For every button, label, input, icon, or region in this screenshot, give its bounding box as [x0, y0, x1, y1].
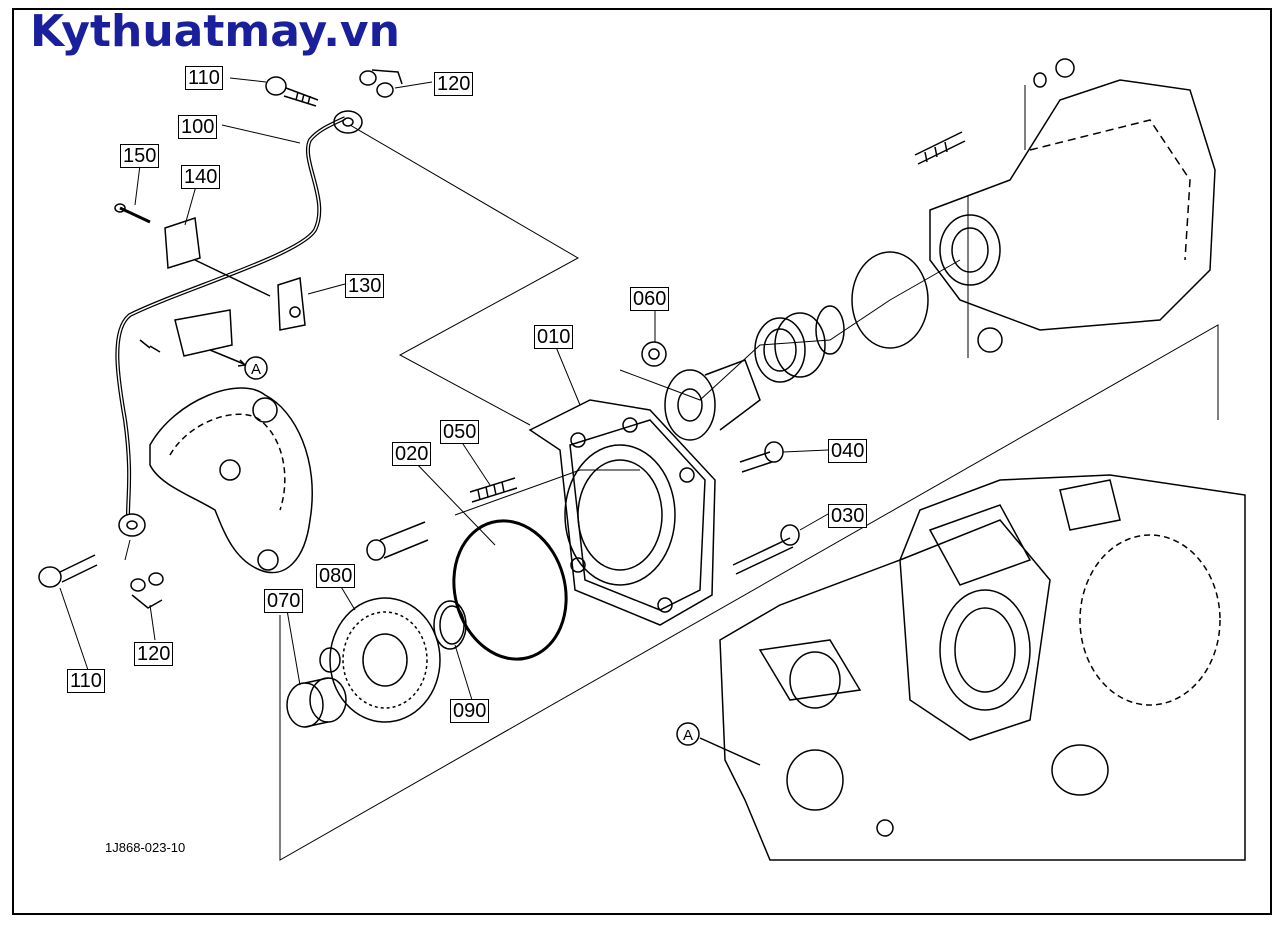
gear-case-block: [719, 474, 1246, 861]
pump-housing-010: [528, 399, 716, 626]
diagram-reference-code: 1J868-023-10: [105, 840, 186, 855]
callout-080[interactable]: 080: [316, 564, 356, 588]
bolt-030: [732, 524, 800, 575]
hydraulic-pump: [914, 58, 1216, 353]
bushing-070: [286, 677, 347, 728]
callout-130[interactable]: 130: [345, 274, 385, 298]
callout-110-bottom[interactable]: 110: [67, 669, 105, 693]
callout-070[interactable]: 070: [264, 589, 304, 613]
washer-120-top: [359, 69, 403, 98]
callout-120-top[interactable]: 120: [434, 72, 474, 96]
view-marker-a-top-label: A: [251, 361, 261, 378]
callout-030[interactable]: 030: [828, 504, 868, 528]
callout-140[interactable]: 140: [181, 165, 221, 189]
view-marker-a-bottom: [676, 722, 761, 766]
nut-060: [641, 341, 667, 367]
callout-100[interactable]: 100: [178, 115, 218, 139]
front-case-left: [149, 387, 313, 574]
view-marker-a-bottom-label: A: [683, 727, 693, 744]
bearing: [754, 312, 826, 383]
callout-020[interactable]: 020: [392, 442, 432, 466]
stud-050: [366, 477, 518, 561]
bolt-110-bottom: [38, 554, 164, 609]
view-marker-a-top: [209, 349, 268, 380]
snap-ring-090: [433, 600, 467, 650]
bolt-040: [739, 441, 784, 473]
callout-110-top[interactable]: 110: [185, 66, 223, 90]
callout-050[interactable]: 050: [440, 420, 480, 444]
callout-040[interactable]: 040: [828, 439, 868, 463]
callout-090[interactable]: 090: [450, 699, 490, 723]
callout-010[interactable]: 010: [534, 325, 574, 349]
pinion-gear: [664, 359, 761, 441]
gear-080: [319, 597, 441, 723]
drawing-frame: [12, 8, 1272, 915]
clamp-assembly: [114, 203, 306, 357]
pump-seal-rings: [815, 251, 929, 355]
leader-lines: [59, 77, 1219, 861]
callout-150[interactable]: 150: [120, 144, 160, 168]
callout-060[interactable]: 060: [630, 287, 670, 311]
o-ring-020: [452, 519, 568, 661]
site-watermark: Kythuatmay.vn: [30, 6, 400, 57]
callout-120-bottom[interactable]: 120: [134, 642, 174, 666]
bolt-110-top: [265, 76, 319, 107]
pipe-100: [115, 110, 363, 537]
